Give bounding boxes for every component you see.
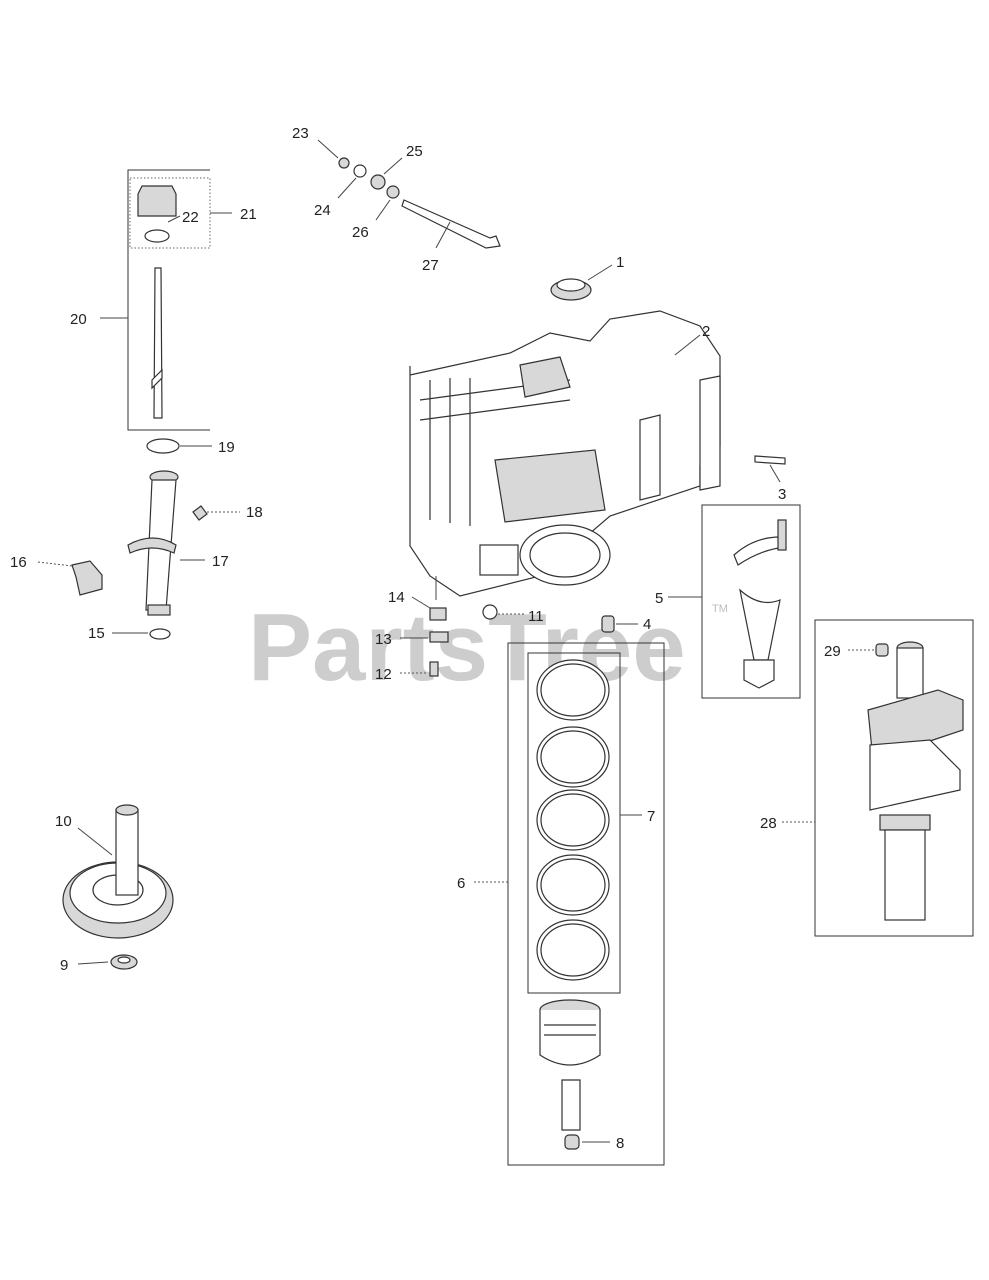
washer-24 — [353, 164, 367, 178]
callout-29[interactable]: 29 — [824, 643, 841, 660]
seal-26 — [386, 185, 400, 199]
bracket-16 — [71, 560, 103, 596]
callout-28[interactable]: 28 — [760, 815, 777, 832]
dipstick-assembly — [127, 169, 211, 431]
callout-1[interactable]: 1 — [616, 254, 624, 271]
o-ring-15 — [149, 628, 171, 640]
callout-9[interactable]: 9 — [60, 957, 68, 974]
piston — [539, 999, 601, 1131]
crankshaft-28 — [867, 641, 964, 921]
camshaft-10 — [62, 804, 174, 939]
callout-4[interactable]: 4 — [643, 616, 651, 633]
callout-20[interactable]: 20 — [70, 311, 87, 328]
connecting-rod-5 — [733, 519, 788, 689]
crankshaft-box — [814, 619, 974, 937]
part-8 — [564, 1134, 580, 1150]
part-13 — [429, 631, 449, 643]
callout-18[interactable]: 18 — [246, 504, 263, 521]
part-11 — [482, 604, 498, 620]
part-4 — [601, 615, 615, 633]
callout-2[interactable]: 2 — [702, 323, 710, 340]
screw-3 — [754, 455, 786, 465]
watermark-tm: TM — [712, 603, 728, 615]
washer-25 — [370, 174, 386, 190]
screw-18 — [192, 505, 208, 521]
rings-box — [527, 652, 621, 994]
callout-11[interactable]: 11 — [528, 608, 544, 625]
nut-23 — [338, 157, 350, 169]
part-14 — [429, 607, 447, 621]
piston-rings-7 — [536, 659, 610, 981]
callout-15[interactable]: 15 — [88, 625, 105, 642]
callout-21[interactable]: 21 — [240, 206, 257, 223]
callout-22[interactable]: 22 — [182, 209, 199, 226]
callout-23[interactable]: 23 — [292, 125, 309, 142]
watermark: PartsTree — [248, 594, 686, 701]
dipstick-tube — [127, 470, 179, 616]
callout-17[interactable]: 17 — [212, 553, 229, 570]
callout-27[interactable]: 27 — [422, 257, 439, 274]
callout-6[interactable]: 6 — [457, 875, 465, 892]
crankcase-2 — [409, 310, 721, 597]
callout-24[interactable]: 24 — [314, 202, 331, 219]
callout-8[interactable]: 8 — [616, 1135, 624, 1152]
o-ring-19 — [146, 438, 180, 454]
callout-3[interactable]: 3 — [778, 486, 786, 503]
callout-13[interactable]: 13 — [375, 631, 392, 648]
callout-25[interactable]: 25 — [406, 143, 423, 160]
connecting-rod-box — [701, 504, 801, 699]
part-29 — [875, 643, 889, 657]
callout-16[interactable]: 16 — [10, 554, 27, 571]
part-12 — [429, 661, 439, 677]
governor-shaft-27 — [401, 199, 501, 249]
callout-14[interactable]: 14 — [388, 589, 405, 606]
callout-10[interactable]: 10 — [55, 813, 72, 830]
callout-12[interactable]: 12 — [375, 666, 392, 683]
callout-7[interactable]: 7 — [647, 808, 655, 825]
callout-5[interactable]: 5 — [655, 590, 663, 607]
callout-26[interactable]: 26 — [352, 224, 369, 241]
piston-box — [507, 642, 665, 1166]
callout-19[interactable]: 19 — [218, 439, 235, 456]
